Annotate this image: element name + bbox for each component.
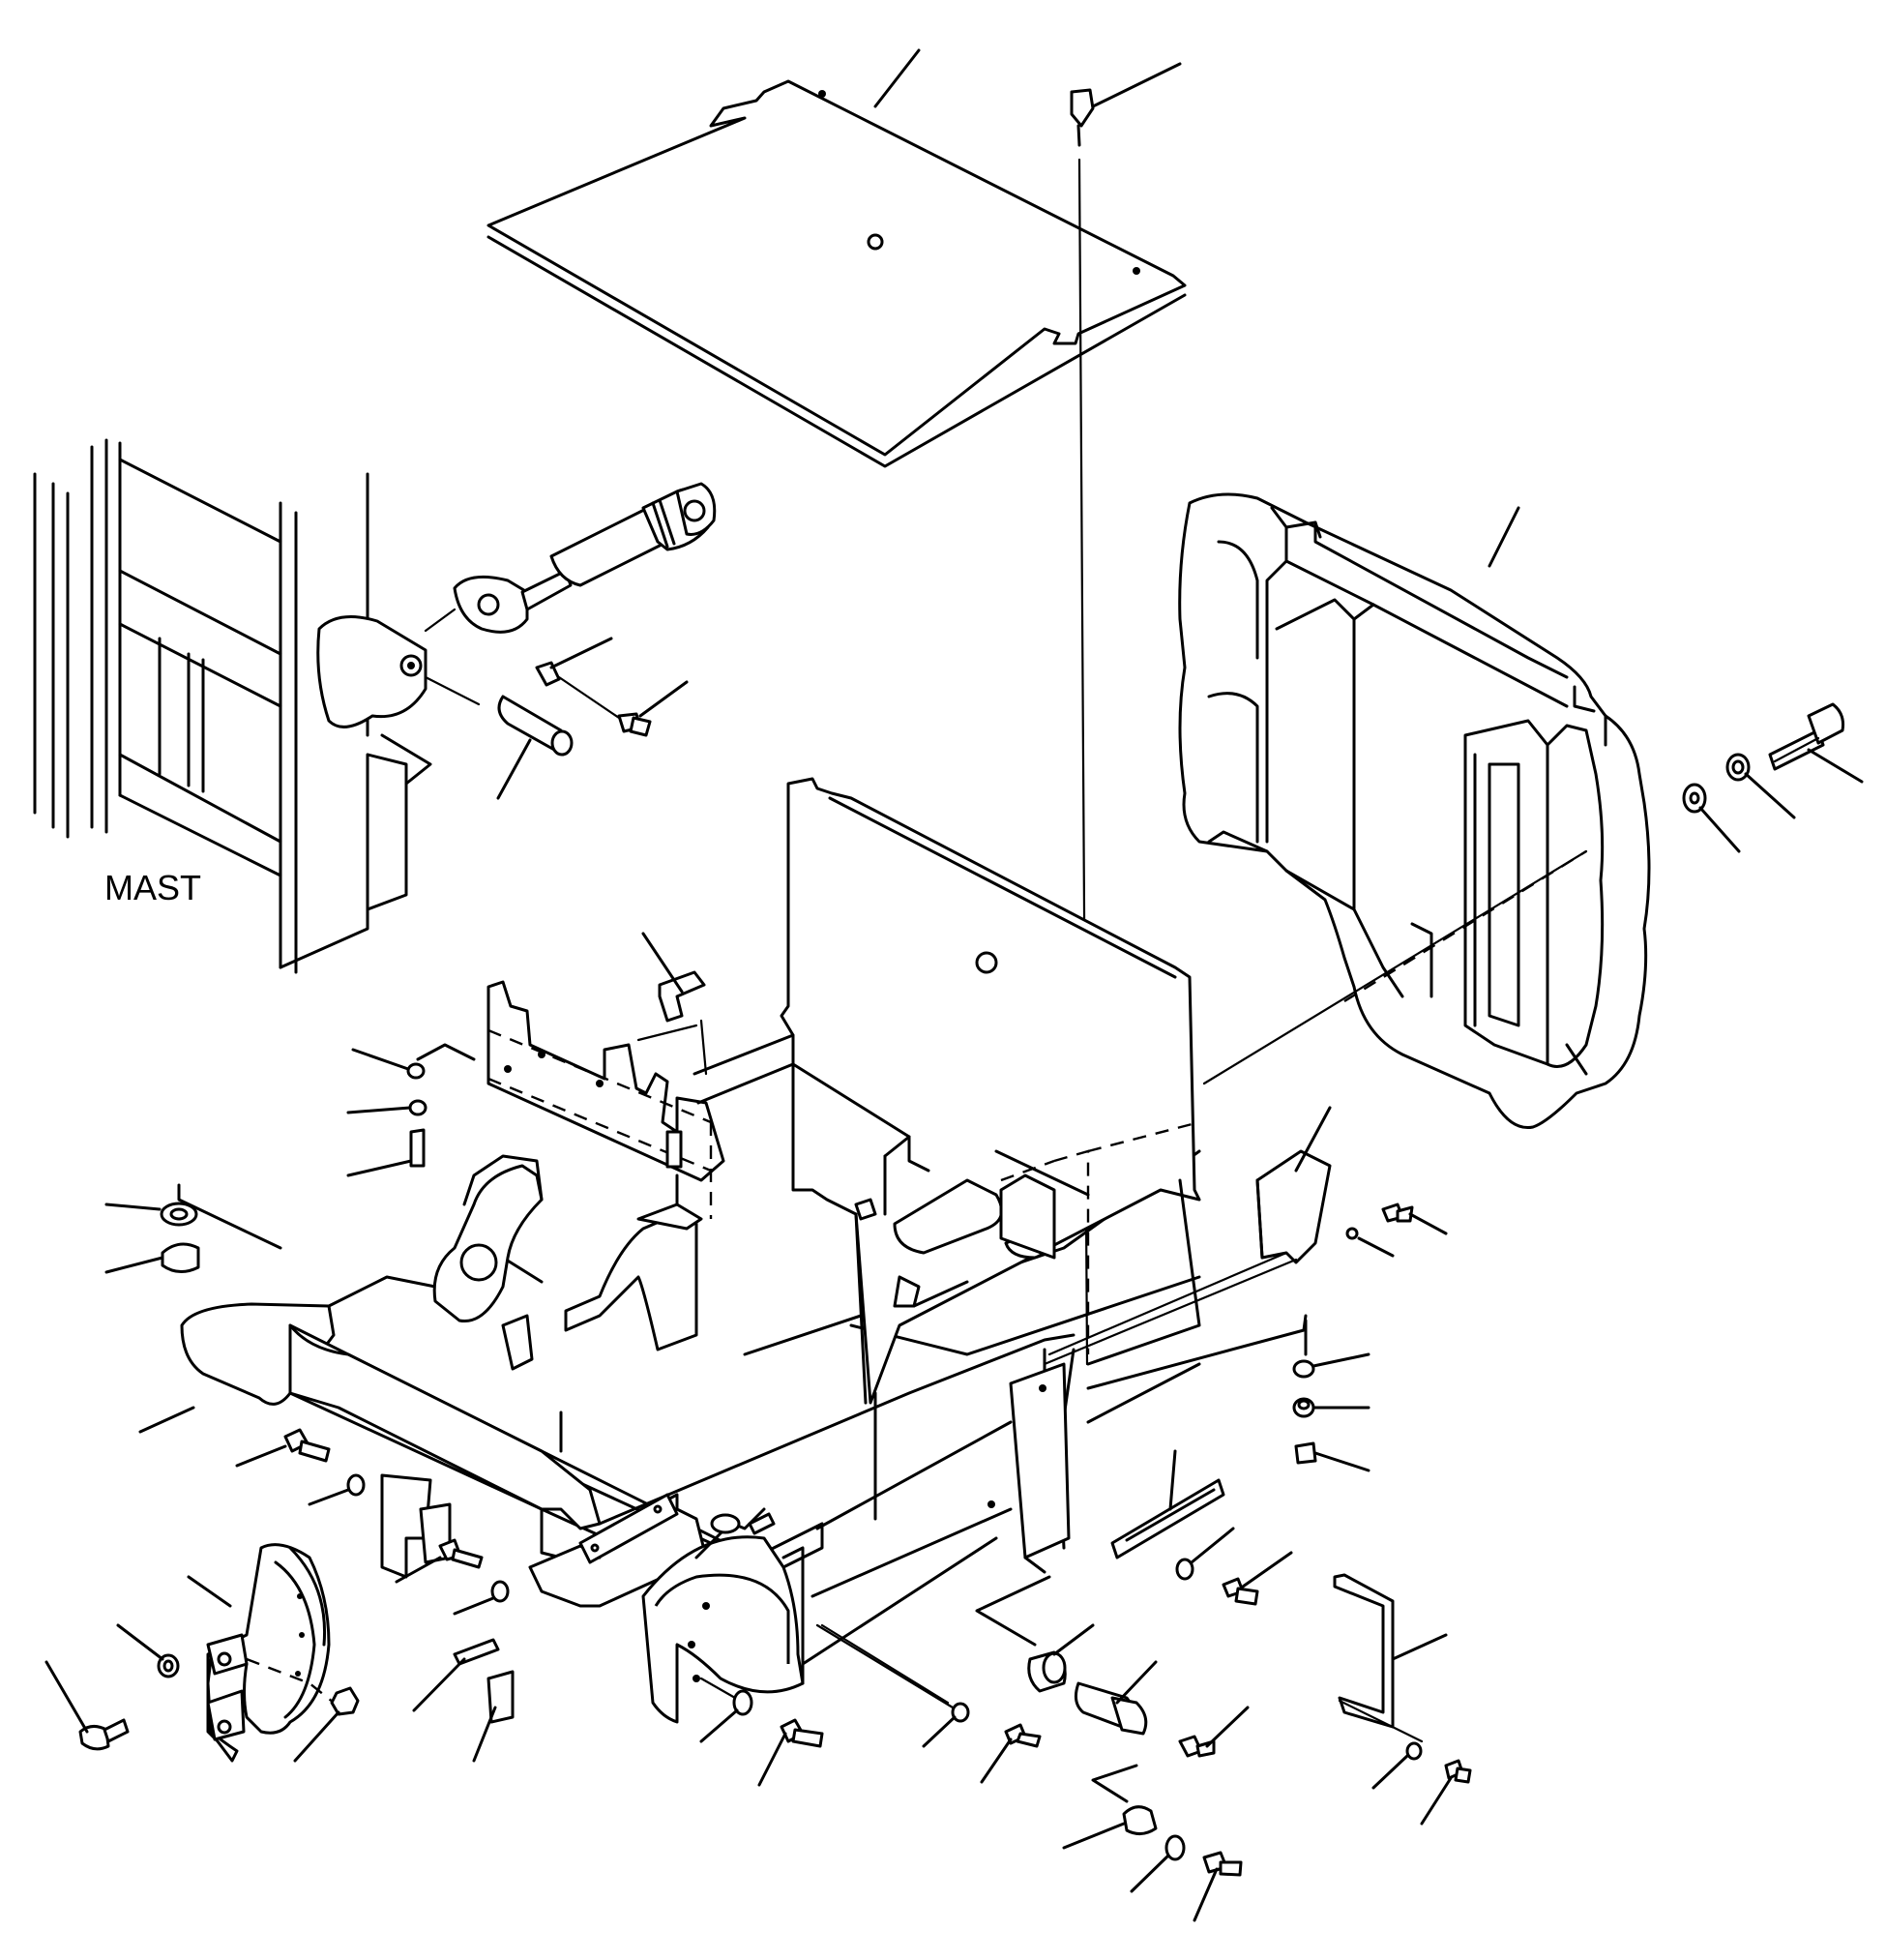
fastener-clip	[472, 1670, 515, 1763]
floor-plug	[104, 1242, 200, 1274]
sleeve	[975, 1575, 1095, 1693]
bolt-hex-mid	[1178, 1706, 1250, 1758]
mast-label: MAST	[104, 868, 201, 907]
shaft-pin	[1074, 1660, 1158, 1736]
mast: MAST	[33, 438, 432, 974]
bracket-right	[1047, 1106, 1332, 1356]
plate-bolt	[1222, 1551, 1293, 1606]
pin	[424, 675, 574, 800]
leader-lines	[636, 1024, 1298, 1705]
wall-fasteners	[346, 1043, 476, 1177]
seat	[1178, 492, 1651, 1130]
floor-plate	[486, 48, 1187, 468]
seat-bolt	[1768, 702, 1864, 784]
seat-nut	[1725, 753, 1796, 819]
small-tab	[501, 1314, 534, 1371]
fastener-shaft	[412, 1638, 500, 1712]
counterweight-bracket	[187, 1543, 335, 1763]
cw-nut	[293, 1686, 360, 1763]
fastener-bolt-b	[395, 1538, 484, 1584]
right-bolt-small	[980, 1723, 1042, 1784]
hinge-washer	[1371, 1741, 1423, 1790]
seat-washer	[1682, 783, 1741, 853]
spacer-bushing	[1062, 1764, 1158, 1850]
floor-washer	[104, 1183, 282, 1250]
slotted-plate	[1110, 1449, 1225, 1559]
right-stack	[1292, 1319, 1370, 1472]
center-washer	[699, 1677, 753, 1743]
clip-small	[535, 637, 689, 737]
fastener-washer-a	[308, 1473, 366, 1506]
tilt-cylinder	[424, 482, 717, 634]
right-washer-small	[815, 1623, 970, 1748]
center-bolt	[757, 1718, 824, 1787]
hook-left	[432, 1154, 544, 1323]
cw-washer	[116, 1623, 180, 1678]
fastener-bolt-a	[235, 1428, 331, 1468]
frame	[138, 777, 1201, 1724]
center-bracket	[564, 1173, 703, 1351]
cw-bolt	[44, 1660, 130, 1751]
spacer-bolt	[1193, 1851, 1243, 1922]
spacer-washer	[1130, 1834, 1186, 1893]
plate-washer	[1175, 1527, 1235, 1581]
bracket-top-small	[641, 932, 708, 1076]
tilt-bracket	[316, 615, 427, 728]
fastener-washer-b	[453, 1580, 510, 1616]
hinge-bracket	[1333, 1573, 1448, 1743]
hinge-bolt	[1420, 1759, 1472, 1826]
